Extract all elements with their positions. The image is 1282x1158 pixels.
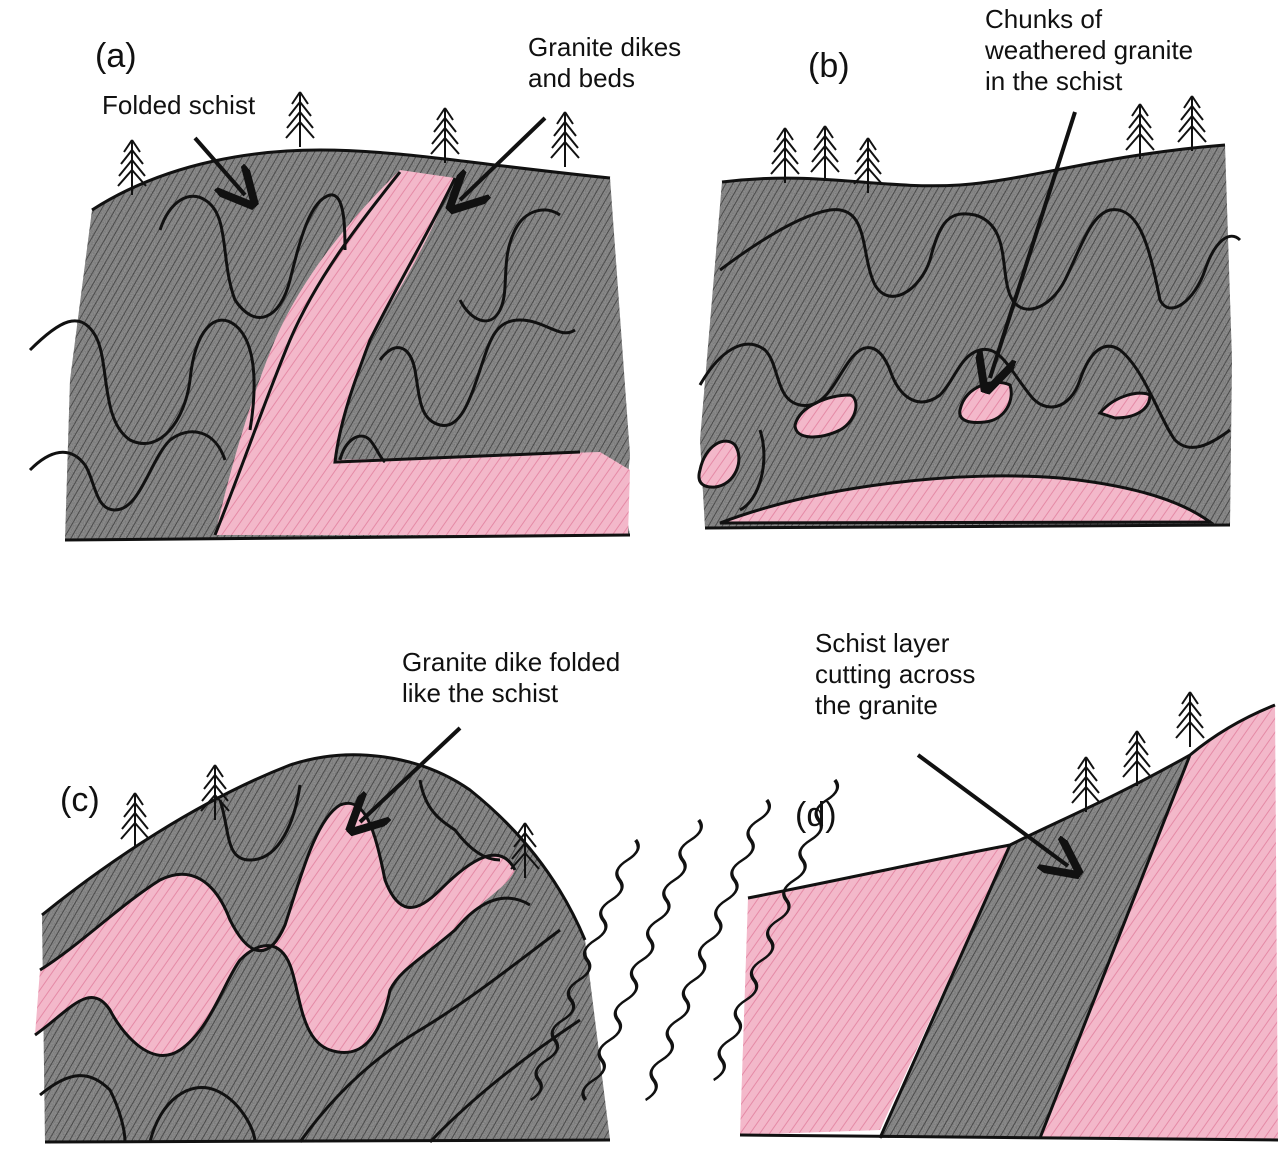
panel-d-diagram — [525, 692, 1278, 1140]
tree-icon — [1126, 104, 1154, 159]
tree-icon — [431, 108, 459, 163]
panel-c-letter: (c) — [60, 780, 100, 821]
panel-b-schist-body — [700, 145, 1232, 528]
panel-b-diagram — [699, 96, 1240, 528]
tree-icon — [551, 112, 579, 167]
panel-b-letter: (b) — [808, 46, 850, 87]
panel-a-granite-label: Granite dikes and beds — [528, 32, 681, 94]
tree-icon — [1178, 96, 1206, 151]
tree-icon — [1176, 692, 1204, 747]
tree-icon — [771, 128, 799, 183]
panel-a-letter: (a) — [95, 36, 137, 77]
panel-d-layer-label: Schist layer cutting across the granite — [815, 628, 975, 722]
panel-b-chunks-label: Chunks of weathered granite in the schis… — [985, 4, 1193, 98]
panel-c-diagram — [35, 728, 610, 1142]
panel-a-diagram — [30, 92, 630, 540]
panel-a-schist-label: Folded schist — [102, 90, 255, 121]
tree-icon — [811, 126, 839, 181]
panel-c-dike-label: Granite dike folded like the schist — [402, 647, 620, 709]
panel-d-letter: (d) — [795, 795, 837, 836]
tree-icon — [286, 92, 314, 147]
